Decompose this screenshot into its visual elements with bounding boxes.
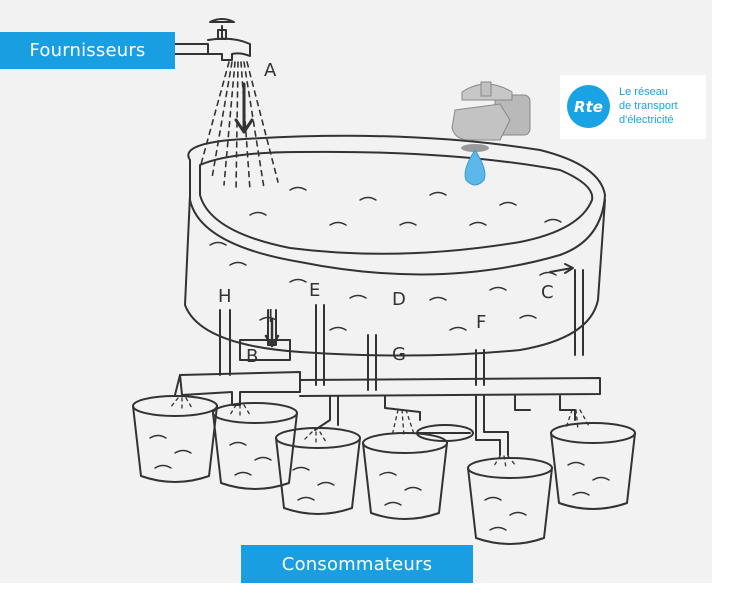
overflow-pipe — [549, 263, 584, 356]
bucket — [212, 402, 298, 490]
supplier-tap-icon — [174, 18, 251, 61]
label-h: H — [218, 286, 232, 307]
tub-outlet-pipes — [174, 304, 601, 456]
bucket — [275, 427, 361, 515]
bucket — [362, 432, 448, 520]
bucket — [467, 457, 553, 545]
bucket — [132, 395, 218, 483]
bucket — [416, 424, 474, 442]
rte-logo-line-1: Le réseau — [619, 86, 668, 98]
label-b: B — [246, 346, 258, 367]
label-g: G — [392, 344, 406, 365]
label-i: I — [268, 306, 273, 327]
label-c: C — [541, 282, 554, 303]
rte-logo-line-2: de transport — [619, 100, 678, 112]
supplier-water-spray — [199, 61, 279, 191]
rte-logo-line-3: d'électricité — [619, 114, 674, 126]
suppliers-label: Fournisseurs — [0, 32, 175, 69]
rte-logo-mark: Rte — [567, 85, 610, 128]
bathtub — [184, 134, 606, 357]
label-d: D — [392, 289, 406, 310]
rte-logo: Rte Le réseau de transport d'électricité — [560, 75, 706, 139]
arrow-i — [264, 318, 280, 348]
inflow-arrow — [234, 82, 254, 134]
bucket-drips — [169, 397, 591, 469]
label-e: E — [309, 280, 320, 301]
label-a: A — [264, 60, 277, 81]
buckets — [132, 395, 636, 545]
bucket — [550, 422, 636, 510]
grey-tap-icon — [451, 81, 531, 186]
label-f: F — [476, 312, 486, 333]
consumers-label: Consommateurs — [241, 545, 473, 583]
